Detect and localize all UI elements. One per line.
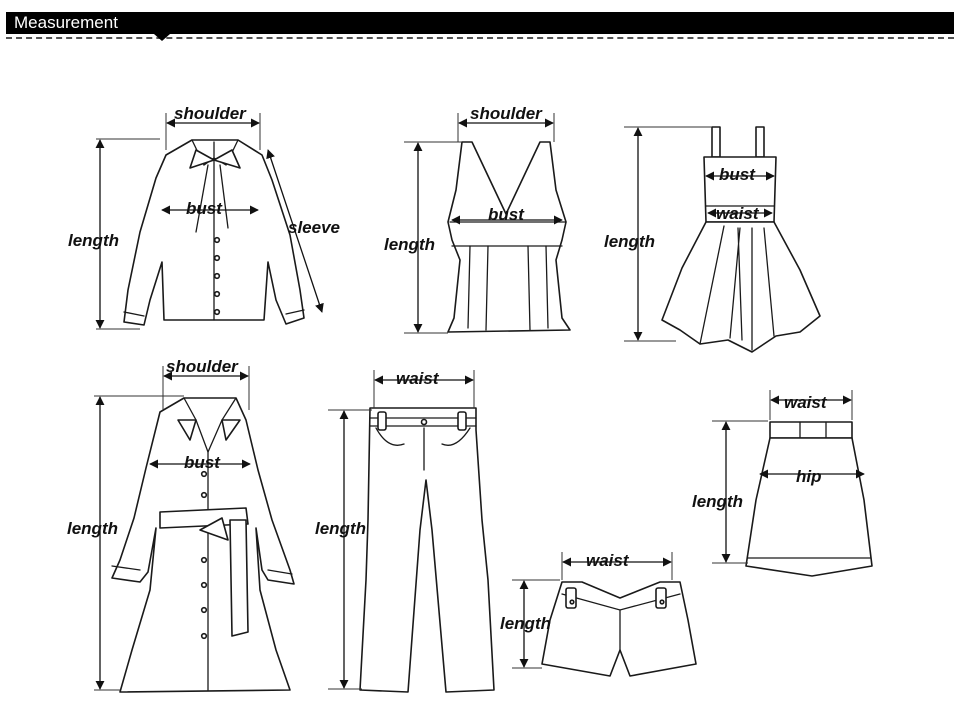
tank-dimensions	[404, 113, 563, 334]
shirt-dimensions	[95, 113, 324, 330]
shorts-waist-label: waist	[586, 551, 630, 570]
dress-dimensions	[624, 126, 775, 342]
page-title: Measurement	[14, 13, 118, 32]
dress-bust-label: bust	[719, 165, 756, 184]
pants-dimensions	[328, 370, 475, 690]
shorts-garment	[541, 581, 697, 677]
coat-length-label: length	[67, 519, 118, 538]
shorts-dimensions	[512, 552, 673, 669]
dress-waist-label: waist	[716, 204, 760, 223]
tank-length-label: length	[384, 235, 435, 254]
coat-buttons	[200, 470, 208, 640]
tank-bust-label: bust	[488, 205, 525, 224]
shirt-garment	[123, 139, 305, 326]
coat-bust-label: bust	[184, 453, 221, 472]
dress-length-label: length	[604, 232, 655, 251]
coat-shoulder-label: shoulder	[166, 357, 239, 376]
tank-shoulder-label: shoulder	[470, 104, 543, 123]
header-bar: Measurement	[6, 12, 954, 34]
tank-garment	[447, 141, 571, 333]
coat-garment	[111, 397, 295, 693]
shirt-bust-label: bust	[186, 199, 223, 218]
shirt-shoulder-label: shoulder	[174, 104, 247, 123]
skirt-dimensions	[712, 390, 865, 564]
skirt-waist-label: waist	[784, 393, 828, 412]
header-notch	[154, 34, 170, 41]
header-divider	[6, 37, 954, 39]
shorts-length-label: length	[500, 614, 551, 633]
shirt-buttons	[213, 236, 221, 316]
skirt-garment	[745, 421, 873, 577]
dress-garment	[661, 126, 821, 353]
pants-garment	[359, 407, 495, 693]
pants-length-label: length	[315, 519, 366, 538]
shirt-length-label: length	[68, 231, 119, 250]
coat-dimensions	[94, 366, 251, 691]
pants-waist-label: waist	[396, 369, 440, 388]
skirt-length-label: length	[692, 492, 743, 511]
skirt-hip-label: hip	[796, 467, 822, 486]
shirt-sleeve-label: sleeve	[288, 218, 340, 237]
